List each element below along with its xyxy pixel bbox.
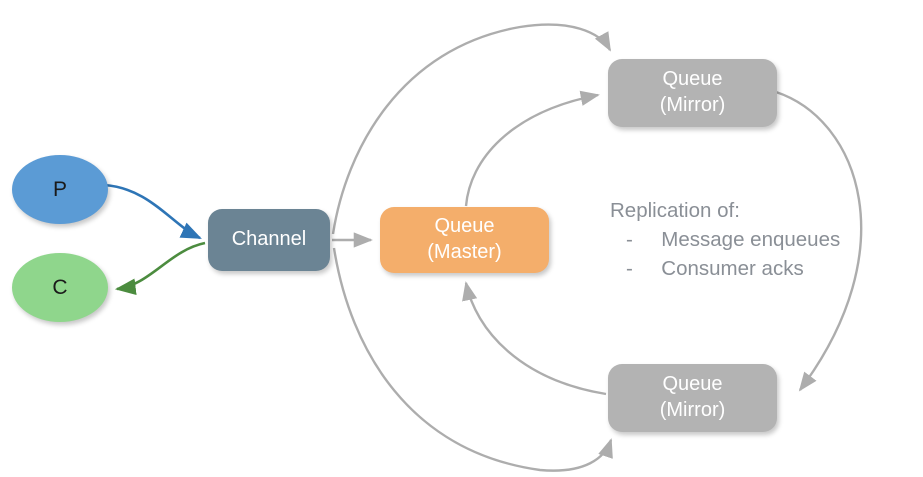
replication-annotation-heading: Replication of: bbox=[610, 199, 740, 222]
replication-annotation-list: - Message enqueues - Consumer acks bbox=[610, 225, 900, 283]
node-queue-mirror-bottom-label-line2: (Mirror) bbox=[659, 399, 726, 421]
edge-channel-to-mirror-bottom bbox=[332, 247, 613, 472]
node-queue-mirror-bottom[interactable]: Queue (Mirror) bbox=[608, 364, 777, 432]
edge-master-to-mirror-top bbox=[464, 90, 600, 207]
node-queue-mirror-top-label-line2: (Mirror) bbox=[659, 94, 726, 116]
replication-annotation-item: - Message enqueues bbox=[626, 228, 841, 252]
node-queue-master-label-line1: Queue bbox=[434, 215, 495, 238]
node-consumer[interactable]: C bbox=[12, 253, 108, 322]
replication-annotation-item: - Consumer acks bbox=[626, 257, 804, 281]
node-queue-mirror-top[interactable]: Queue (Mirror) bbox=[608, 59, 777, 127]
node-queue-mirror-top-label-line1: Queue bbox=[662, 68, 723, 91]
node-channel[interactable]: Channel bbox=[208, 209, 330, 271]
edge-mirror-bottom-to-master bbox=[462, 281, 607, 396]
edge-channel-to-consumer bbox=[114, 241, 206, 295]
node-channel-label: Channel bbox=[231, 228, 307, 251]
node-producer[interactable]: P bbox=[12, 155, 108, 224]
node-queue-master[interactable]: Queue (Master) bbox=[380, 207, 549, 273]
node-consumer-label: C bbox=[52, 275, 68, 299]
edge-channel-to-mirror-top bbox=[331, 23, 612, 235]
replication-annotation: Replication of: - Message enqueues - Con… bbox=[610, 196, 900, 283]
edge-producer-to-channel bbox=[103, 183, 202, 240]
node-queue-mirror-bottom-label-line1: Queue bbox=[662, 373, 723, 396]
edge-mirror-top-to-mirror-bottom bbox=[775, 90, 863, 392]
node-queue-master-label-line2: (Master) bbox=[427, 241, 502, 263]
node-producer-label: P bbox=[52, 177, 67, 201]
